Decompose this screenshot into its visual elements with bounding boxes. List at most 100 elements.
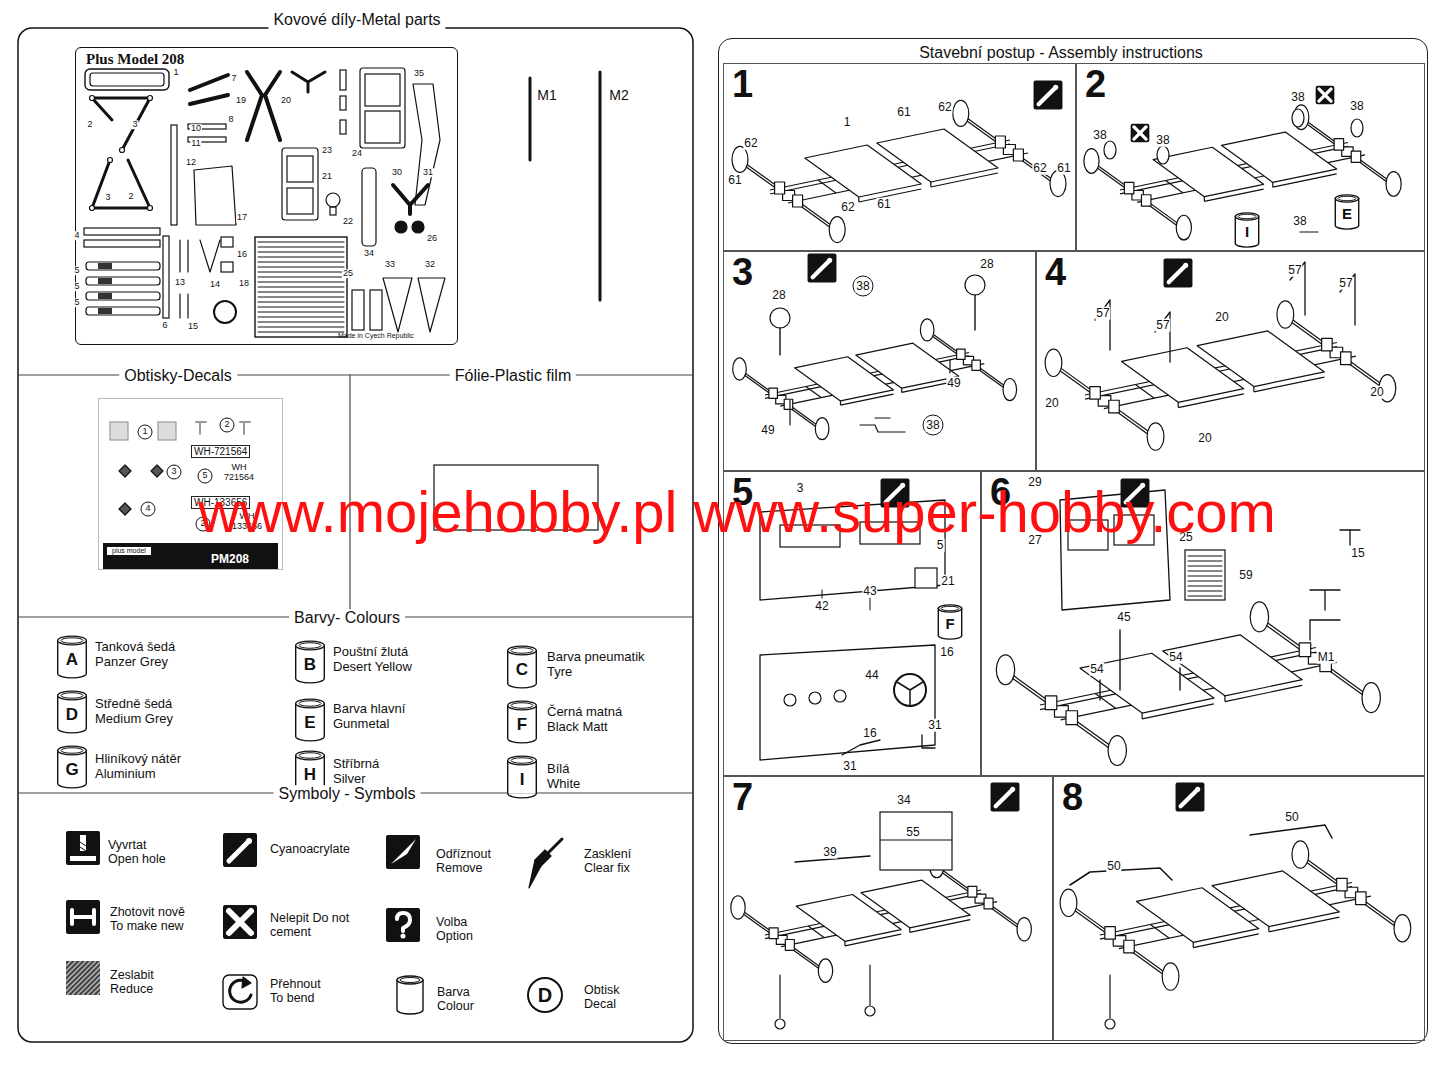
wheel — [733, 358, 747, 380]
grille-slat — [258, 277, 344, 278]
spring-mount — [1109, 400, 1120, 413]
callout-number: 49 — [946, 377, 961, 390]
floor-edge — [845, 934, 901, 946]
grille-slat — [258, 297, 344, 298]
decal-number: 2 — [223, 420, 230, 429]
axle — [1300, 858, 1402, 932]
floor-plate — [861, 880, 970, 928]
decal-number: 3 — [170, 467, 177, 476]
q-symbol — [386, 908, 420, 942]
seat-part — [1185, 550, 1225, 600]
seat-line — [1188, 561, 1222, 562]
callout-number: 38 — [855, 280, 870, 293]
colour-name: Stříbrná Silver — [333, 757, 398, 787]
fret-part — [340, 96, 346, 110]
fret-ring — [214, 301, 236, 323]
grille-slat — [258, 312, 344, 313]
lever-part — [842, 740, 880, 755]
chassis-drawing — [1084, 105, 1401, 240]
floor-plate — [877, 129, 998, 182]
fret-part — [194, 166, 236, 225]
paint-can-lid — [397, 976, 423, 984]
decal-number-ring — [167, 465, 181, 479]
wheel — [1084, 149, 1099, 174]
colour-name: Barva hlavní Gunmetal — [333, 702, 428, 732]
paint-can-lid — [1335, 195, 1358, 202]
leader-line — [949, 360, 950, 373]
cyano-drop — [827, 258, 832, 263]
decal-item — [119, 465, 131, 477]
floor-plate — [1197, 331, 1324, 387]
fret-part — [362, 168, 376, 246]
spring-mount — [1334, 139, 1344, 150]
colour-name: Barva pneumatik Tyre — [547, 650, 652, 680]
lamp-part — [965, 275, 985, 295]
decal-letter: D — [538, 985, 552, 1006]
axle — [961, 116, 1058, 186]
axle — [1300, 855, 1402, 929]
spring-mount — [1124, 940, 1135, 953]
wheel — [1386, 172, 1401, 197]
floor-plate — [1212, 871, 1339, 927]
wheel — [732, 146, 748, 172]
callout-number: 38 — [925, 419, 940, 432]
grille-slat — [258, 262, 344, 263]
colour-name: Tanková šedá Panzer Grey — [95, 640, 190, 670]
grille-slat — [258, 267, 344, 268]
decal-number-ring — [138, 425, 152, 439]
decal-number: 1 — [141, 427, 148, 436]
floor-edge — [1142, 704, 1214, 719]
make-symbol — [66, 900, 100, 934]
paint-can-rim — [61, 748, 83, 754]
fret-part — [98, 263, 112, 269]
step-number: 7 — [732, 778, 753, 816]
callout-number: M1 — [1317, 651, 1336, 664]
fret-part — [292, 72, 325, 92]
wheel — [1394, 915, 1411, 942]
paint-can-lid — [508, 646, 537, 655]
wheel — [818, 959, 832, 982]
spring-mount — [769, 928, 778, 939]
paint-can — [508, 761, 537, 798]
callout-number: 15 — [1350, 547, 1365, 560]
lever-part — [922, 735, 935, 748]
wheel — [1162, 963, 1179, 990]
floor-edge — [931, 173, 998, 187]
drawing-circle — [148, 96, 153, 101]
part-number: 25 — [342, 269, 354, 278]
floor-edge — [1269, 917, 1340, 932]
cross-member — [806, 387, 821, 398]
seat-line — [880, 840, 952, 841]
decal-item — [110, 422, 128, 440]
axle — [738, 907, 825, 970]
drawing-circle — [865, 1006, 875, 1016]
drawing-circle — [148, 206, 153, 211]
no-cement-cross — [229, 911, 251, 933]
decal-text: WH-721564 — [191, 445, 250, 458]
grille-slat — [258, 317, 344, 318]
fret-part — [86, 292, 160, 300]
part-number: 18 — [238, 279, 250, 288]
paint-can-rim — [61, 638, 83, 644]
wire-piece — [599, 72, 602, 300]
cyano-stroke — [1169, 266, 1185, 282]
part-number: 33 — [384, 260, 396, 269]
spring-mount — [1337, 878, 1348, 891]
colour-name: Bílá White — [547, 762, 592, 792]
drill-bit — [80, 835, 86, 851]
hatch-line — [72, 961, 100, 995]
paint-can — [938, 609, 961, 640]
part-number: 32 — [424, 260, 436, 269]
post-part — [1179, 668, 1180, 690]
paint-can — [58, 696, 87, 733]
part-number: 2 — [127, 192, 134, 201]
seat-frame — [880, 812, 952, 870]
no-cement-cross — [229, 911, 251, 933]
paint-can-rim — [299, 753, 321, 759]
part-number: 11 — [190, 139, 201, 148]
grille-slat — [258, 292, 344, 293]
symbol-meaning: Obtisk Decal — [584, 983, 634, 1012]
drawing-circle — [775, 1019, 785, 1029]
cyano-drop — [1183, 263, 1188, 268]
part-number: 13 — [174, 278, 186, 287]
